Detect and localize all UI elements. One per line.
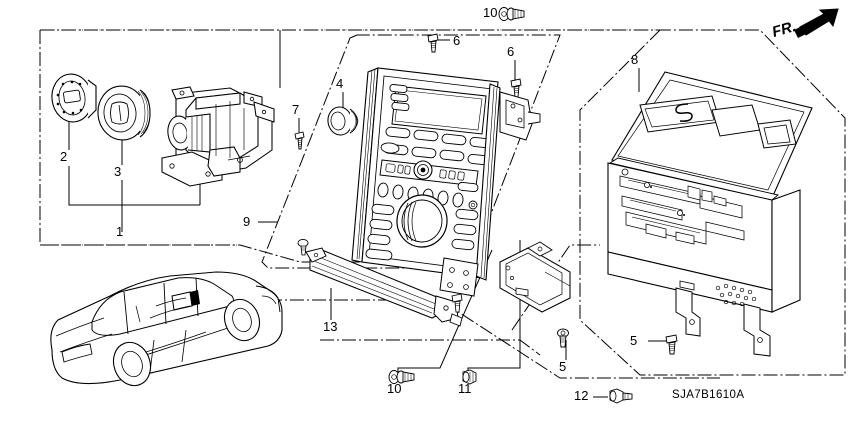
group-boundaries <box>39 29 846 379</box>
callout-number-9: 9 <box>243 214 251 229</box>
part-8-navigation-unit <box>607 71 813 357</box>
diagram-code-label: SJA7B1610A <box>672 389 745 401</box>
part-7-screw <box>294 131 305 150</box>
part-10-bolt-bottom <box>388 370 415 384</box>
part-12-screw <box>609 388 633 404</box>
rail-fastener-lower <box>451 293 463 313</box>
callout-number-3: 3 <box>114 164 122 179</box>
callout-number-10-bottom: 10 <box>387 381 402 396</box>
group-9-boundary-b <box>357 34 561 269</box>
part-2-knob-cap <box>51 73 97 123</box>
callout-number-11: 11 <box>458 381 472 396</box>
callout-number-7: 7 <box>292 102 300 117</box>
part-4-small-knob <box>327 106 359 136</box>
part-6-screw-right <box>510 78 522 98</box>
callout-number-8: 8 <box>631 52 639 67</box>
fr-arrow-icon <box>794 8 839 38</box>
callout-number-1: 1 <box>116 224 124 239</box>
rail-fastener-upper <box>297 238 309 256</box>
callout-number-5-mid: 5 <box>559 359 567 374</box>
vehicle-illustration <box>50 271 283 387</box>
secondary-boundaries <box>40 29 660 246</box>
part-5-bolt-right <box>665 334 678 355</box>
group-9-boundary <box>261 34 470 269</box>
part-3-volume-knob <box>97 85 151 141</box>
part-13-bracket-rail <box>305 247 463 327</box>
callout-number-5-right: 5 <box>630 333 638 348</box>
part-5-bolt-mid <box>557 328 569 348</box>
part-10-bolt-top <box>498 7 525 21</box>
callout-number-10-top: 10 <box>483 5 498 20</box>
callout-number-6-right: 6 <box>507 44 515 59</box>
part-1-switch-assembly <box>161 86 275 187</box>
center-small-bracket <box>499 241 571 313</box>
callout-number-4: 4 <box>336 76 344 91</box>
lower-slant-boundary-2 <box>320 339 541 356</box>
part-6-screw-upper <box>427 33 439 53</box>
callout-number-13: 13 <box>323 319 338 334</box>
lower-slant-boundary <box>180 299 720 379</box>
callout-number-2: 2 <box>60 149 68 164</box>
callout-number-12: 12 <box>574 388 589 403</box>
part-11-nut <box>462 369 477 385</box>
part-9-audio-panel <box>351 67 541 297</box>
callout-number-6-upper: 6 <box>453 33 461 48</box>
group-8-boundary <box>579 29 846 376</box>
